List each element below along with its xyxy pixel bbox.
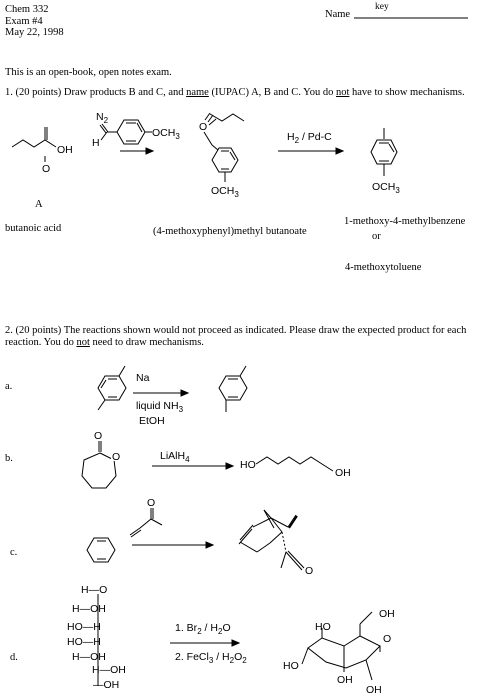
label-A: A	[35, 199, 43, 210]
svg-text:O: O	[199, 121, 207, 133]
svg-text:O: O	[305, 565, 313, 577]
butanoic-acid-structure: OH O	[11, 127, 73, 175]
label-b: b.	[5, 453, 13, 464]
svg-text:O: O	[383, 633, 391, 645]
svg-text:LiAlH4: LiAlH4	[160, 450, 190, 464]
pyranose-product-structure: OH HO O HO OH OH	[283, 608, 395, 696]
svg-text:N2: N2	[96, 111, 109, 125]
arrowhead-2	[335, 147, 345, 155]
ester-B-structure: O OCH3	[199, 112, 245, 199]
cyclohexadiene-structure	[86, 537, 116, 563]
arrowhead-1	[145, 147, 155, 155]
svg-text:OCH3: OCH3	[152, 127, 180, 141]
svg-text:HO: HO	[283, 660, 299, 672]
hexanediol-structure: HO OH	[240, 456, 351, 479]
intro-text: This is an open-book, open notes exam.	[5, 67, 172, 78]
svg-text:H—OH: H—OH	[92, 664, 126, 676]
caprolactone-structure: O O O	[81, 430, 121, 489]
label-d: d.	[10, 652, 18, 663]
svg-text:1. Br2 / H2O: 1. Br2 / H2O	[175, 622, 231, 636]
name-label: Name	[325, 9, 351, 20]
svg-text:H—OH: H—OH	[72, 603, 106, 615]
exam-number: Exam #4	[5, 15, 43, 27]
name-C-or: or	[372, 231, 381, 242]
svg-text:OH: OH	[57, 144, 73, 156]
bicyclic-product-structure: O	[238, 509, 313, 577]
svg-text:O: O	[42, 163, 50, 175]
svg-text:OCH3: OCH3	[372, 181, 400, 195]
svg-text:liquid NH3: liquid NH3	[136, 400, 184, 414]
svg-text:O: O	[147, 497, 155, 509]
svg-text:H: H	[92, 137, 100, 149]
course-title: Chem 332	[5, 4, 49, 15]
svg-text:O: O	[112, 451, 120, 463]
label-c: c.	[10, 547, 18, 558]
svg-text:H2 / Pd-C: H2 / Pd-C	[287, 131, 332, 145]
svg-text:EtOH: EtOH	[139, 415, 165, 427]
name-B: (4-methoxyphenyl)methyl butanoate	[153, 226, 307, 237]
name-A: butanoic acid	[5, 223, 62, 234]
svg-text:OH: OH	[366, 684, 382, 696]
birch-product-structure	[218, 365, 248, 412]
svg-text:HO—H: HO—H	[67, 636, 101, 648]
svg-text:HO: HO	[240, 459, 256, 471]
svg-text:H—O: H—O	[81, 584, 107, 596]
question-2-text: 2. (20 points) The reactions shown would…	[5, 325, 467, 348]
name-value: key	[375, 2, 389, 12]
fischer-projection: H—O H—OH HO—H HO—H H—OH H—OH —OH	[67, 584, 126, 691]
svg-text:Na: Na	[136, 372, 150, 384]
svg-text:2. FeCl3 / H2O2: 2. FeCl3 / H2O2	[175, 651, 247, 665]
diazo-reagent-structure: N2 H OCH3	[92, 111, 180, 149]
product-C-structure: OCH3	[370, 128, 400, 195]
svg-text:O: O	[94, 430, 102, 442]
exam-header: Chem 332 Exam #4 May 22, 1998	[5, 4, 64, 39]
enone-structure: O	[129, 497, 163, 538]
svg-text:—OH: —OH	[93, 679, 119, 691]
name-C-1: 1-methoxy-4-methylbenzene	[344, 216, 466, 227]
exam-date: May 22, 1998	[5, 27, 64, 38]
svg-text:OCH3: OCH3	[211, 185, 239, 199]
svg-text:OH: OH	[379, 608, 395, 620]
m-xylene-structure	[97, 365, 127, 411]
question-1-text: 1. (20 points) Draw products B and C, an…	[5, 87, 465, 98]
svg-text:OH: OH	[337, 674, 353, 686]
svg-text:H—OH: H—OH	[72, 651, 106, 663]
label-a: a.	[5, 381, 13, 392]
svg-text:HO—H: HO—H	[67, 621, 101, 633]
name-C-2: 4-methoxytoluene	[345, 262, 422, 273]
svg-text:HO: HO	[315, 621, 331, 633]
svg-text:OH: OH	[335, 467, 351, 479]
